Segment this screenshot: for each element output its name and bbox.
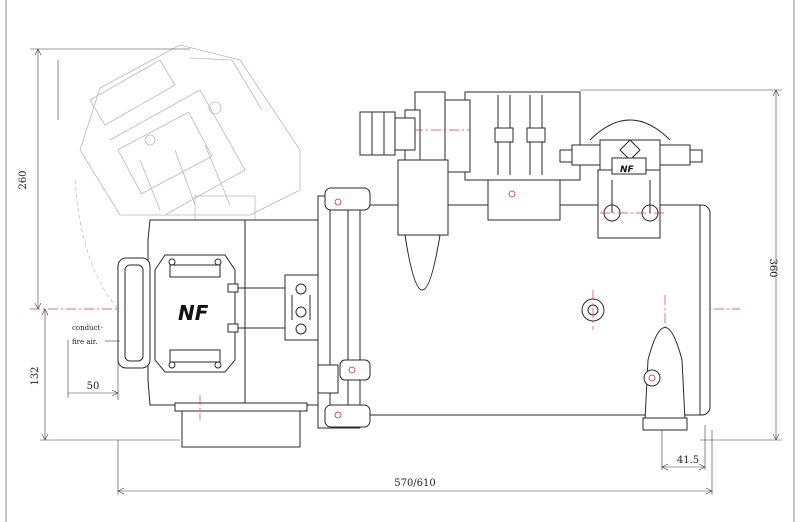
- valve-logo: NF: [620, 165, 635, 175]
- dim-height-lower: 132: [30, 366, 41, 385]
- inlet-pipe: [359, 111, 449, 291]
- dim-offset-left: 50: [87, 381, 100, 392]
- bottom-outlet: [642, 327, 688, 431]
- terminal-block: [284, 274, 319, 341]
- dim-offset-right: 41.5: [677, 455, 699, 466]
- control-box-logo: NF: [178, 301, 209, 325]
- note-line-2: fire air.: [72, 338, 98, 346]
- dim-height-upper: 260: [18, 170, 29, 189]
- note-line-1: conduct-: [72, 324, 103, 332]
- dim-length: 570/610: [394, 478, 436, 489]
- fuel-valve-assembly: NF: [559, 119, 703, 239]
- dim-height-total: 360: [767, 258, 778, 277]
- control-box: NF: [154, 254, 285, 373]
